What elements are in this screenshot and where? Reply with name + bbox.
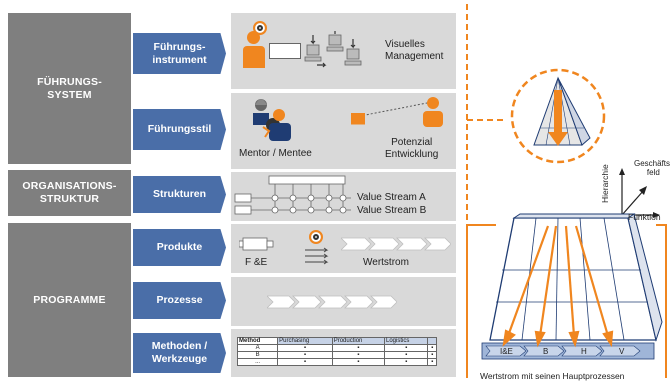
section-organisationsstruktur: ORGANISATIONS- STRUKTUR xyxy=(8,170,131,216)
prozesse-chevrons xyxy=(267,295,397,309)
fe-box-icon xyxy=(239,237,274,251)
potenzial-icon xyxy=(351,97,443,127)
check-icon: ▪ xyxy=(383,344,429,352)
table-row: B ▪ ▪ ▪ ▪ xyxy=(236,351,437,359)
axis-hierarchie-label: Hierarchie xyxy=(600,164,610,203)
computer-icons xyxy=(304,31,362,68)
table-header-cell: Method xyxy=(236,337,279,345)
table-row: A ▪ ▪ ▪ ▪ xyxy=(236,344,437,352)
section-fuehrungssystem-label: FÜHRUNGS- SYSTEM xyxy=(37,75,102,101)
panel-fuehrungsstil: Mentor / Mentee Potenzial Entwicklung xyxy=(231,93,456,169)
panel-fuehrungsinstrument: Visuelles Management xyxy=(231,13,456,89)
section-programme: PROGRAMME xyxy=(8,223,131,377)
table-header-cell xyxy=(427,337,437,345)
table-header-cell: Purchasing xyxy=(277,337,333,345)
value-stream-b-label: Value Stream B xyxy=(357,205,427,216)
table-row: ... ▪ ▪ ▪ ▪ xyxy=(236,358,437,366)
mentor-mentee-icon xyxy=(253,99,291,141)
check-icon: ▪ xyxy=(331,351,386,359)
check-icon: ▪ xyxy=(331,344,386,352)
methods-table-header: Method Purchasing Production Logistics xyxy=(236,337,437,345)
visuelles-management-label: Visuelles Management xyxy=(385,39,444,62)
axis-geschaeftsfeld-label: Geschäfts- feld xyxy=(634,159,670,177)
panel-strukturen: Value Stream A Value Stream B xyxy=(231,172,456,221)
tab-produkte-label: Produkte xyxy=(156,241,203,253)
tab-methoden-label: Methoden / Werkzeuge xyxy=(151,340,208,365)
table-row-label: A xyxy=(236,344,279,352)
pyramid-label-ie: I&E xyxy=(500,347,513,356)
target-icon xyxy=(309,230,323,244)
check-icon: ▪ xyxy=(331,358,386,366)
panel-produkte: F &E Wertstrom xyxy=(231,224,456,273)
methods-table: Method Purchasing Production Logistics A… xyxy=(236,337,437,366)
tab-strukturen: Strukturen xyxy=(133,176,226,213)
mentor-mentee-label: Mentor / Mentee xyxy=(239,148,312,159)
pyramid-label-b: B xyxy=(543,347,549,356)
check-icon: ▪ xyxy=(277,358,333,366)
table-header-cell: Logistics xyxy=(383,337,429,345)
produkte-chevrons xyxy=(341,237,451,251)
axis-funktion-label: Funktion xyxy=(628,212,661,222)
tab-prozesse-label: Prozesse xyxy=(156,294,203,306)
tab-produkte: Produkte xyxy=(133,229,226,266)
tab-prozesse: Prozesse xyxy=(133,282,226,319)
tab-fuehrungsstil: Führungsstil xyxy=(133,109,226,150)
tab-fuehrungsinstrument: Führungs- instrument xyxy=(133,33,226,74)
table-header-cell: Production xyxy=(331,337,386,345)
tab-strukturen-label: Strukturen xyxy=(152,188,207,200)
check-icon: ▪ xyxy=(427,358,437,366)
table-row-label: B xyxy=(236,351,279,359)
value-stream-diagram xyxy=(234,175,351,215)
value-stream-a-label: Value Stream A xyxy=(357,192,426,203)
check-icon: ▪ xyxy=(383,358,429,366)
check-icon: ▪ xyxy=(427,344,437,352)
check-icon: ▪ xyxy=(277,351,333,359)
check-icon: ▪ xyxy=(427,351,437,359)
right-graphics xyxy=(466,4,667,378)
check-icon: ▪ xyxy=(277,344,333,352)
tab-fuehrungsinstrument-label: Führungs- instrument xyxy=(152,40,207,66)
check-icon: ▪ xyxy=(383,351,429,359)
pyramid-label-h: H xyxy=(581,347,587,356)
section-fuehrungssystem: FÜHRUNGS- SYSTEM xyxy=(8,13,131,164)
panel-methoden: Method Purchasing Production Logistics A… xyxy=(231,329,456,377)
section-programme-label: PROGRAMME xyxy=(33,293,106,306)
pyramid-label-v: V xyxy=(619,347,625,356)
section-organisationsstruktur-label: ORGANISATIONS- STRUKTUR xyxy=(22,180,117,205)
board-icon xyxy=(269,43,301,59)
fe-label: F &E xyxy=(245,257,268,268)
person-icon xyxy=(243,31,265,73)
potenzial-entwicklung-label: Potenzial Entwicklung xyxy=(385,137,439,160)
pyramid-caption: Wertstrom mit seinen Hauptprozessen xyxy=(480,371,625,381)
table-row-label: ... xyxy=(236,358,279,366)
panel-prozesse xyxy=(231,277,456,326)
wertstrom-label: Wertstrom xyxy=(363,257,409,268)
target-icon xyxy=(253,21,267,35)
flow-arrows-icon xyxy=(305,247,329,265)
tab-fuehrungsstil-label: Führungsstil xyxy=(147,123,212,135)
tab-methoden: Methoden / Werkzeuge xyxy=(133,333,226,373)
